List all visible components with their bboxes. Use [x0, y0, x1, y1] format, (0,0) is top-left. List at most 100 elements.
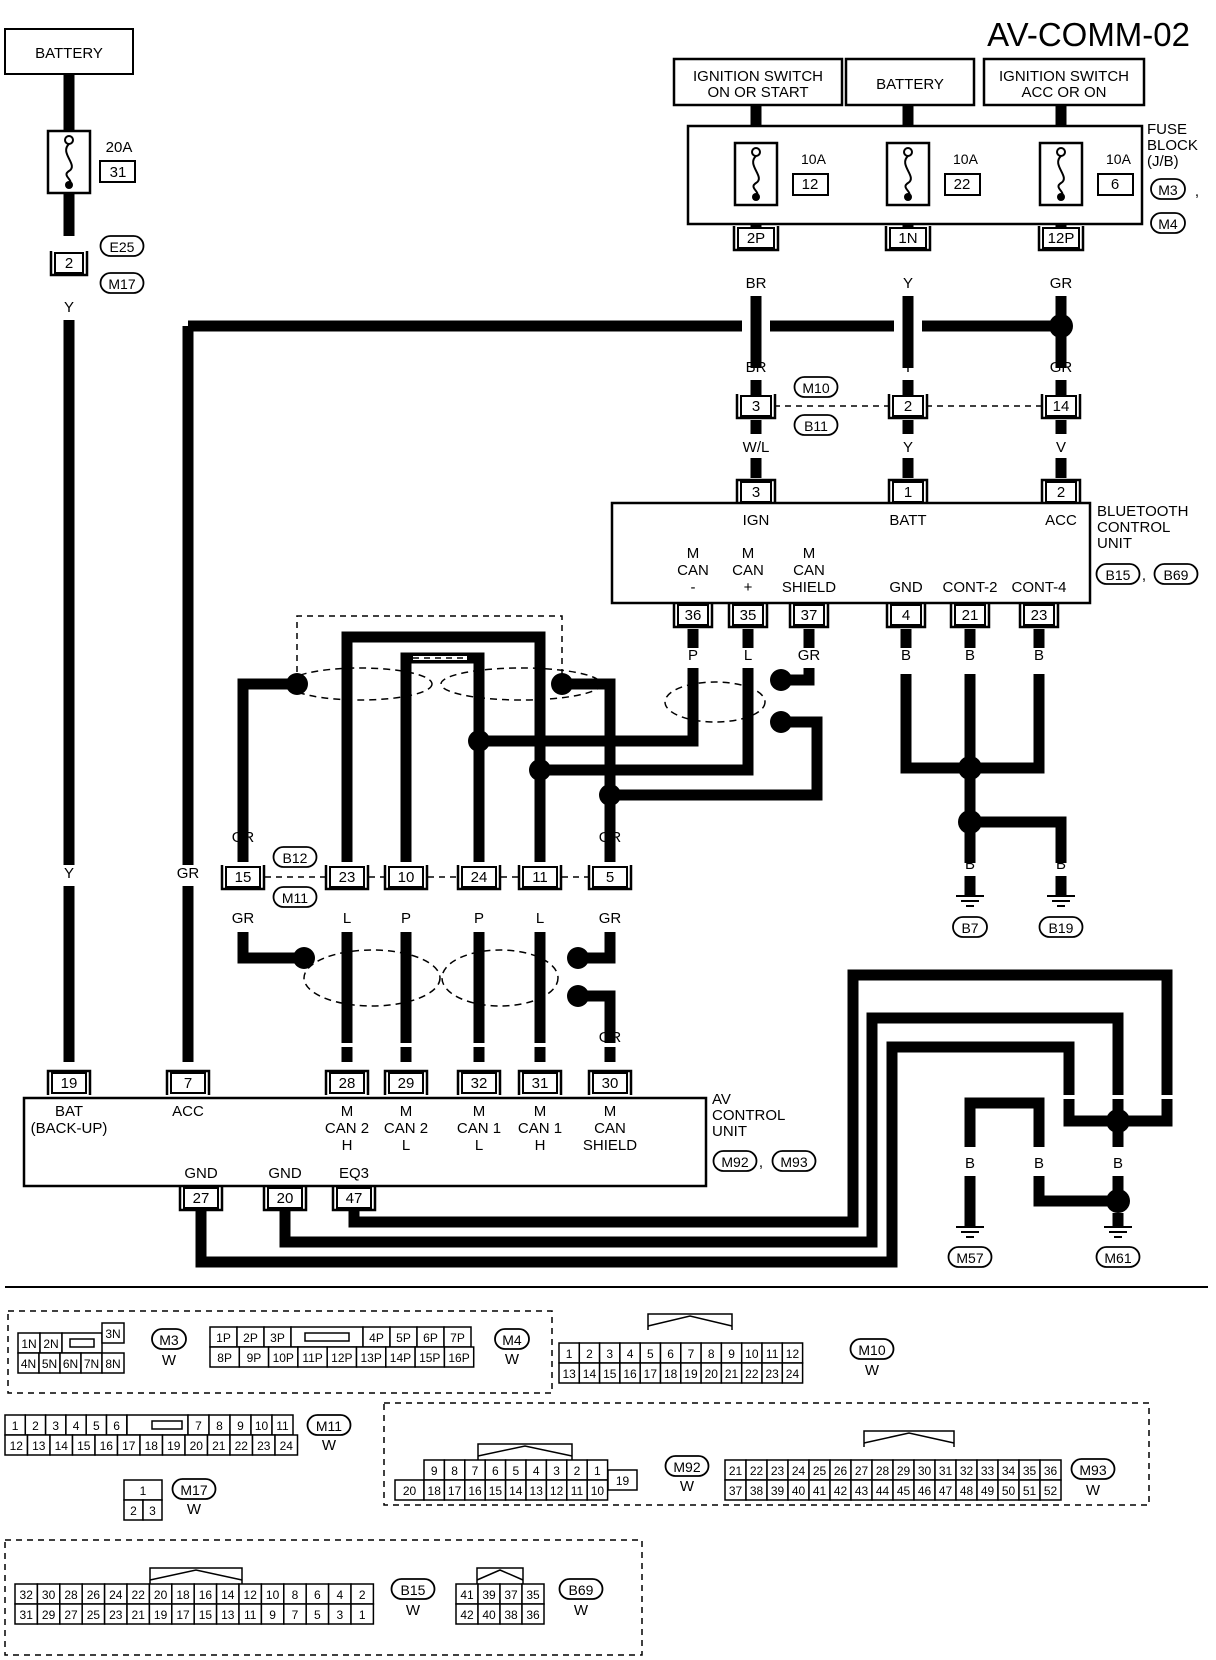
connector-id-oval: M11 — [306, 1414, 352, 1436]
terminal-pin: 14 — [1053, 398, 1070, 415]
terminal-bracket — [456, 1069, 502, 1095]
pin-label: 42 — [834, 1484, 848, 1498]
bt-pin-name: - — [691, 579, 696, 596]
battery-left-box — [4, 28, 134, 75]
av-bottom-terminal — [267, 1187, 303, 1209]
pin-label: 2P — [243, 1331, 258, 1345]
pin-label: 14 — [221, 1588, 235, 1602]
wire-color: GR — [599, 829, 622, 846]
comma: , — [759, 1154, 763, 1171]
connector-id-oval: M57 — [947, 1246, 993, 1268]
pin-label: 25 — [87, 1608, 101, 1622]
view-group — [7, 1310, 553, 1394]
pin-label: 16P — [448, 1351, 469, 1365]
pin-label: 15P — [419, 1351, 440, 1365]
connector-hood — [647, 1315, 733, 1327]
av-pin-name: L — [402, 1137, 410, 1154]
connector-hood — [477, 1445, 573, 1457]
oval-outline — [1150, 178, 1186, 200]
connector-id: M11 — [282, 890, 308, 906]
pin-label: 17 — [122, 1439, 136, 1453]
key — [304, 1332, 350, 1342]
connector-hood — [863, 1432, 955, 1444]
pin-label: 8 — [292, 1588, 299, 1602]
pin-label: 5 — [93, 1419, 100, 1433]
splice-dot — [958, 810, 982, 834]
cell — [101, 1352, 125, 1374]
wire-insulation-color: W — [574, 1602, 589, 1619]
pin-label: 14 — [55, 1439, 69, 1453]
wire — [237, 678, 297, 862]
pin-label: 8P — [217, 1351, 232, 1365]
splice-dot — [599, 784, 621, 806]
fuse-link — [904, 155, 912, 198]
fuse-amp: 10A — [1106, 151, 1132, 167]
terminal-bracket — [949, 603, 991, 629]
wire — [348, 969, 1173, 1228]
pin-label: 5 — [647, 1347, 654, 1361]
terminal-pin: 7 — [184, 1075, 192, 1092]
oval-outline — [1070, 1458, 1116, 1480]
cell — [142, 1499, 163, 1521]
connector-id-oval: B7 — [952, 916, 988, 938]
terminal-bracket — [887, 478, 929, 504]
pin-label: 11 — [571, 1484, 584, 1498]
pin-label: 17 — [448, 1484, 462, 1498]
pin-label: 13 — [530, 1484, 544, 1498]
splice-dot — [770, 711, 792, 733]
pin-label: 3 — [52, 1419, 59, 1433]
splice-dot — [1049, 314, 1073, 338]
terminal-bracket — [672, 603, 714, 629]
splice-dot — [752, 193, 760, 201]
wire — [237, 932, 304, 964]
ign-on-start-label: ON OR START — [707, 84, 808, 101]
connector-id: M11 — [316, 1418, 342, 1434]
fuse-link — [65, 143, 73, 186]
comma: , — [1195, 183, 1199, 200]
pin-label: 2 — [359, 1588, 366, 1602]
terminal-bracket — [1040, 478, 1082, 504]
fuse-amp: 20A — [106, 139, 133, 156]
connector-id: E25 — [110, 239, 135, 255]
wire — [562, 678, 616, 795]
battery-left-label: BATTERY — [35, 45, 103, 62]
bt-top-terminal — [1045, 481, 1077, 503]
connector-hood — [863, 1430, 955, 1447]
wire — [1033, 1176, 1118, 1207]
terminal-bracket — [885, 603, 927, 629]
pin-label: 46 — [918, 1484, 932, 1498]
pin-label: 25 — [813, 1464, 827, 1478]
oval-outline — [1153, 563, 1199, 585]
wire-color: GR — [1050, 275, 1073, 292]
av-pin-name: M — [604, 1103, 617, 1120]
connector-hood — [647, 1313, 733, 1330]
cell — [443, 1346, 475, 1368]
pin-label: 6 — [667, 1347, 674, 1361]
pin-label: 3 — [336, 1608, 343, 1622]
pin-label: 1 — [12, 1419, 19, 1433]
connector-id-oval: M93 — [771, 1150, 817, 1172]
wire-insulation-color: W — [1086, 1482, 1101, 1499]
battery-top-label: BATTERY — [876, 76, 944, 93]
av-pin-name: M — [534, 1103, 547, 1120]
bt-pin-name: M — [803, 545, 816, 562]
oval-outline — [952, 916, 988, 938]
bt-pin-name: CAN — [732, 562, 764, 579]
av-pin-name: ACC — [172, 1103, 204, 1120]
pin-label: 7 — [688, 1347, 695, 1361]
terminal-bracket — [220, 865, 266, 891]
terminal-pin: 35 — [740, 607, 757, 624]
terminal-pin: 2 — [65, 255, 73, 272]
terminal-bracket — [331, 1186, 377, 1212]
pin-label: 47 — [939, 1484, 953, 1498]
wire-color: V — [1056, 439, 1066, 456]
bt-pin-name: ACC — [1045, 512, 1077, 529]
wire-color: Y — [903, 359, 913, 376]
av-pin-name: CAN — [594, 1120, 626, 1137]
page-id: AV-COMM-02 — [987, 16, 1190, 53]
av-pin-name: BAT — [55, 1103, 83, 1120]
connector-id: M57 — [956, 1250, 983, 1266]
av-pin-name: M — [400, 1103, 413, 1120]
wire-color: P — [401, 910, 411, 927]
av-unit-box — [22, 1096, 708, 1188]
